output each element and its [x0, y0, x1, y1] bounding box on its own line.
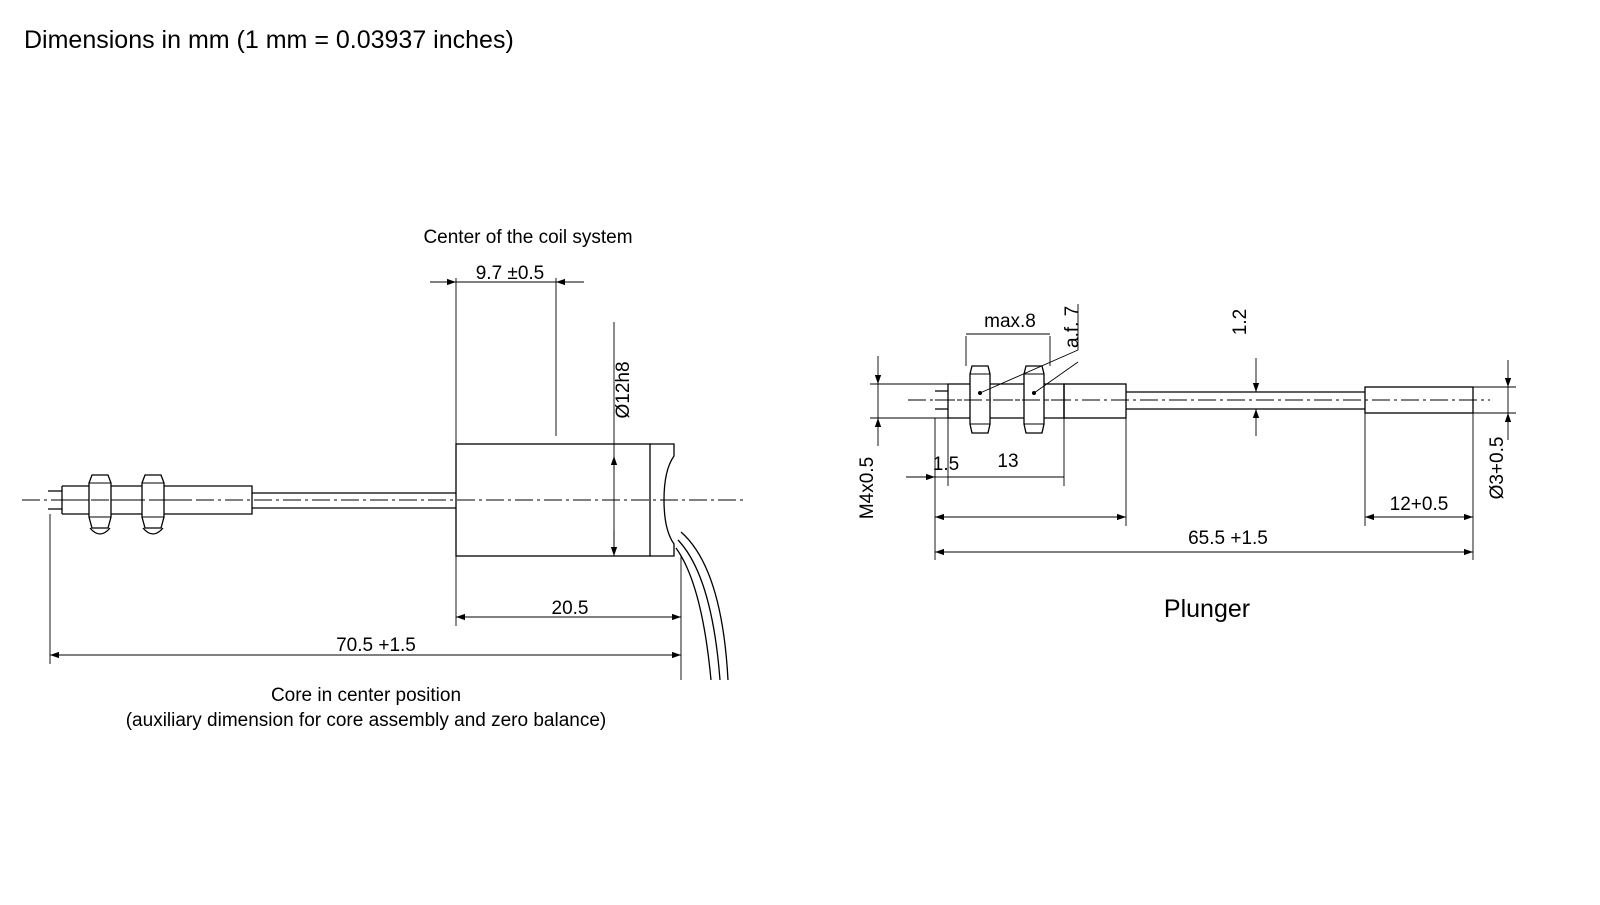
body-end-cap [650, 443, 675, 557]
plunger-view: a.f. 7 max.8 1.2 M4x0.5 1.5 13 12+0 [857, 304, 1516, 623]
plunger-sleeve [1364, 386, 1474, 414]
dim-body-length: 20.5 [552, 598, 589, 619]
dim-sleeve: 12+0.5 [1390, 494, 1449, 515]
dim-diameter-plunger: Ø3+0.5 [1487, 437, 1508, 500]
dim-total-length-plunger: 65.5 +1.5 [1188, 528, 1268, 549]
hex-nut-2 [141, 474, 165, 535]
core-rod [252, 492, 456, 509]
cable-wire-2 [677, 539, 721, 681]
page-title: Dimensions in mm (1 mm = 0.03937 inches) [24, 26, 514, 54]
dim-total-length: 70.5 +1.5 [336, 635, 416, 656]
plunger-caption: Plunger [1164, 595, 1250, 623]
thread-end [935, 390, 948, 410]
hex-nut-1 [88, 474, 112, 535]
sensor-view: Center of the coil system 9.7 ±0.5 Ø12h8… [22, 227, 745, 731]
dim-short: 1.5 [933, 454, 959, 475]
dim-nut-span: 13 [997, 451, 1018, 472]
plunger-collar [1063, 383, 1127, 419]
dim-max: max.8 [984, 311, 1036, 332]
af-leader [979, 304, 1079, 394]
caption-line-1: Core in center position [271, 685, 461, 706]
center-label: Center of the coil system [423, 227, 632, 248]
plunger-nut-2 [1023, 365, 1045, 434]
rod-end [48, 490, 62, 510]
cable-wire-3 [675, 547, 712, 681]
dim-gap: 1.2 [1230, 309, 1251, 335]
cable-wire-1 [680, 531, 729, 681]
plunger-nut-1 [969, 365, 991, 434]
dim-center-offset: 9.7 ±0.5 [476, 263, 545, 284]
tube-collar [184, 485, 253, 515]
dim-af: a.f. 7 [1062, 306, 1083, 348]
plunger-rod [1126, 391, 1365, 410]
threaded-section [947, 383, 1065, 419]
caption-line-2: (auxiliary dimension for core assembly a… [126, 710, 607, 731]
dim-diameter: Ø12h8 [613, 361, 634, 418]
dim-thread: M4x0.5 [857, 457, 878, 519]
